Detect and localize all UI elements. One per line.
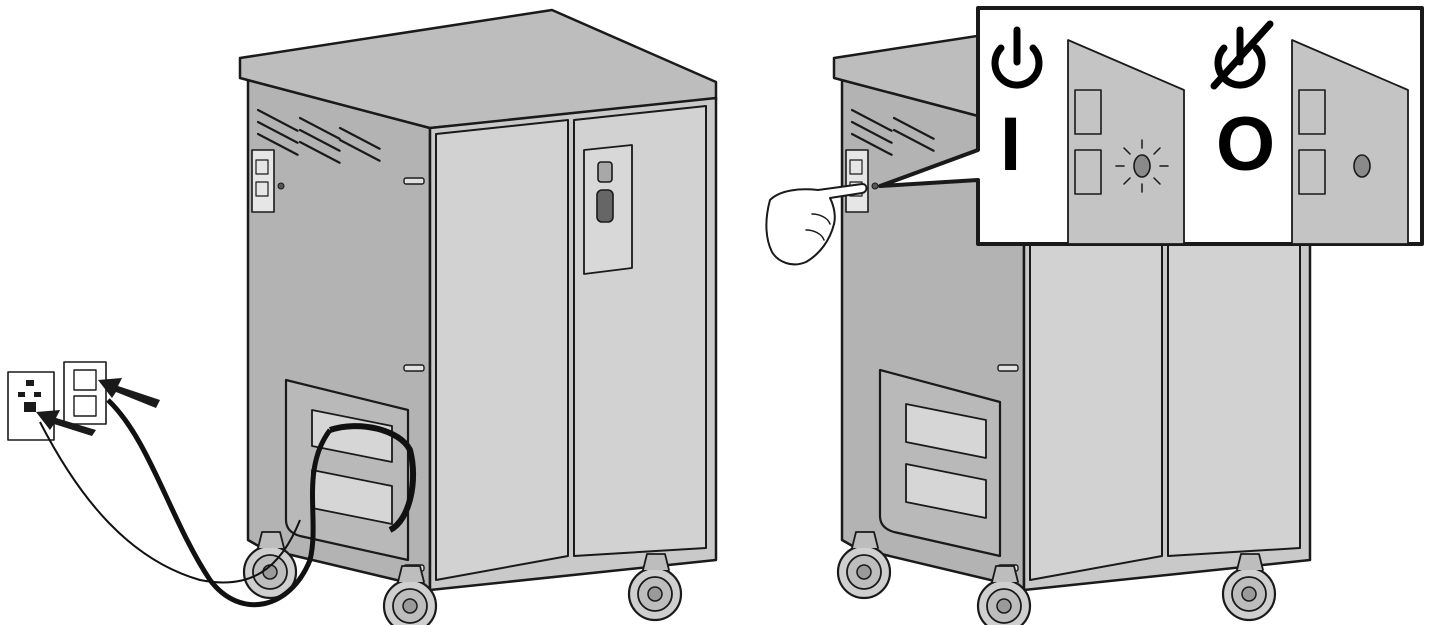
door-lock <box>584 145 632 274</box>
indicator-unlit-icon <box>1354 155 1370 177</box>
off-state-label: O <box>1216 102 1275 187</box>
indicator-lit-icon <box>1116 140 1168 192</box>
cord-storage-bay <box>880 370 1000 556</box>
cart-left-door <box>436 120 568 580</box>
cord-storage-bay <box>286 380 408 560</box>
on-state-label: I <box>1000 102 1021 187</box>
insert-arrow <box>98 378 160 408</box>
power-outlet-plate <box>64 362 106 424</box>
